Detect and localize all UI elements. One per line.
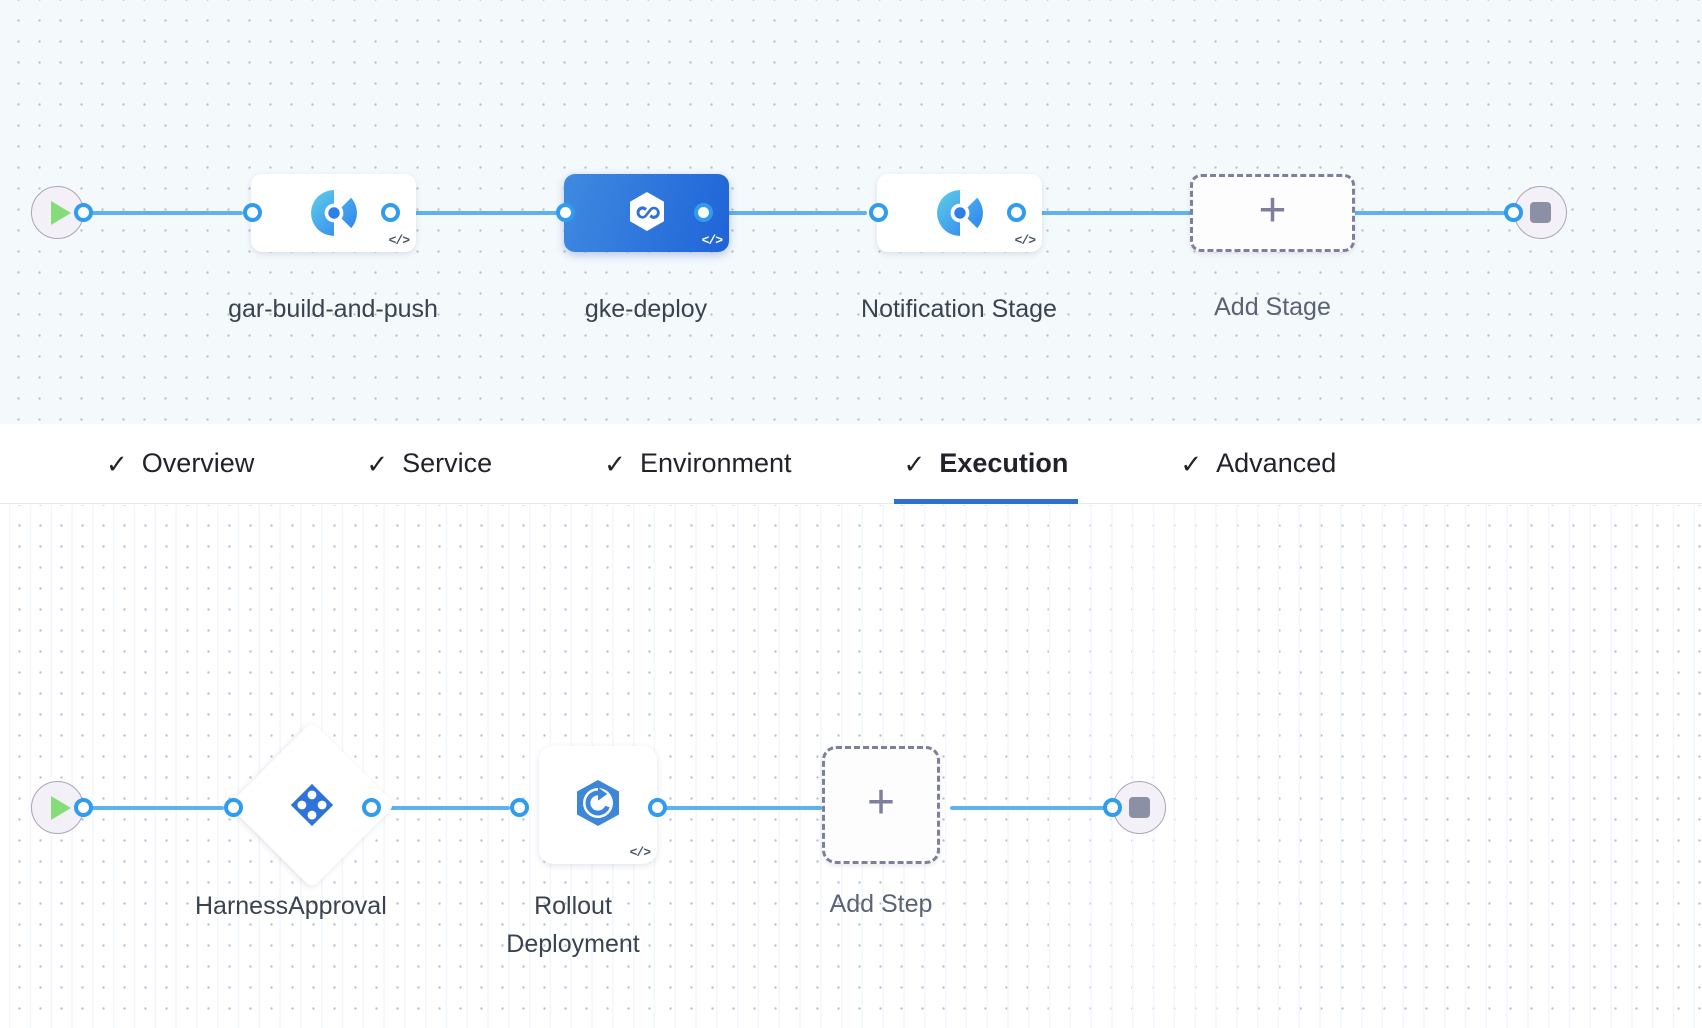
edge-approval-to-rollout [371,806,510,810]
stage-config-tabs: ✓ Overview ✓ Service ✓ Environment ✓ Exe… [0,424,1702,504]
stage-label-notification-stage: Notification Stage [861,295,1057,323]
add-stage-label: Add Stage [1214,293,1331,321]
harness-approval-diamond-icon-wrap [287,780,337,830]
tab-label: Overview [141,448,255,478]
add-step-button[interactable]: + [822,746,940,864]
check-icon: ✓ [903,448,926,479]
harness-cd-hexagon-infinity-icon [629,192,664,231]
kubernetes-rollout-icon [577,780,619,826]
connector-dot-approval-out[interactable] [362,798,381,817]
connector-dot-gke-out[interactable] [694,203,713,222]
add-step-label: Add Step [829,890,933,918]
execution-graph-canvas[interactable]: HarnessApproval </> Rollout Deployment +… [0,505,1702,1028]
connector-dot-gar-out[interactable] [381,203,400,222]
connector-dot-notification-out[interactable] [1007,203,1026,222]
connector-dot-gke-in[interactable] [556,203,575,222]
stop-icon [1530,202,1551,223]
code-badge-icon: </> [701,233,723,248]
edge-gar-to-gke [390,211,560,215]
tab-environment[interactable]: ✓ Environment [594,424,801,504]
plus-icon: + [866,775,896,829]
play-icon [50,795,71,820]
edge-start-to-approval [85,806,224,810]
edge-notification-to-addstage [1015,211,1205,215]
connector-dot-exec-end-in[interactable] [1103,798,1122,817]
step-label-rollout-deployment: Rollout Deployment [506,892,640,958]
connector-dot-notification-in[interactable] [869,203,888,222]
connector-dot-start-out[interactable] [74,203,93,222]
check-icon: ✓ [366,448,389,479]
harness-ci-build-icon [936,190,983,236]
connector-dot-rollout-in[interactable] [510,798,529,817]
plus-icon: + [1258,183,1287,237]
add-stage-button[interactable]: + [1190,174,1355,252]
tab-label: Advanced [1216,448,1337,478]
harness-approval-diamond-icon [290,783,334,827]
stage-label-gar-build-and-push: gar-build-and-push [228,295,438,323]
edge-start-to-gar [85,211,243,215]
connector-dot-exec-start-out[interactable] [74,798,93,817]
check-icon: ✓ [1180,448,1203,479]
stop-icon [1129,797,1150,818]
stage-graph-canvas[interactable]: </> gar-build-and-push </> gke-deploy [0,0,1702,424]
tab-service[interactable]: ✓ Service [356,424,502,504]
code-badge-icon: </> [388,233,410,248]
step-label-harness-approval: HarnessApproval [195,892,387,920]
connector-dot-approval-in[interactable] [224,798,243,817]
connector-dot-end-in[interactable] [1504,203,1523,222]
harness-ci-build-icon [310,190,357,236]
edge-addstage-to-end [1333,211,1511,215]
connector-dot-gar-in[interactable] [243,203,262,222]
code-badge-icon: </> [629,845,651,860]
check-icon: ✓ [106,448,128,479]
edge-rollout-to-addstep [657,806,822,810]
tab-label: Environment [639,448,792,478]
tab-overview[interactable]: ✓ Overview [96,424,264,504]
check-icon: ✓ [604,448,626,479]
play-icon [50,200,71,225]
connector-dot-rollout-out[interactable] [648,798,667,817]
edge-addstep-to-end [950,806,1110,810]
tab-label: Execution [939,448,1069,478]
tab-advanced[interactable]: ✓ Advanced [1170,424,1346,504]
edge-gke-to-notification [702,211,867,215]
tab-label: Service [402,448,493,478]
stage-label-gke-deploy: gke-deploy [584,295,708,323]
step-node-rollout-deployment[interactable]: </> [539,746,657,864]
code-badge-icon: </> [1014,233,1036,248]
tab-execution[interactable]: ✓ Execution [893,424,1079,504]
